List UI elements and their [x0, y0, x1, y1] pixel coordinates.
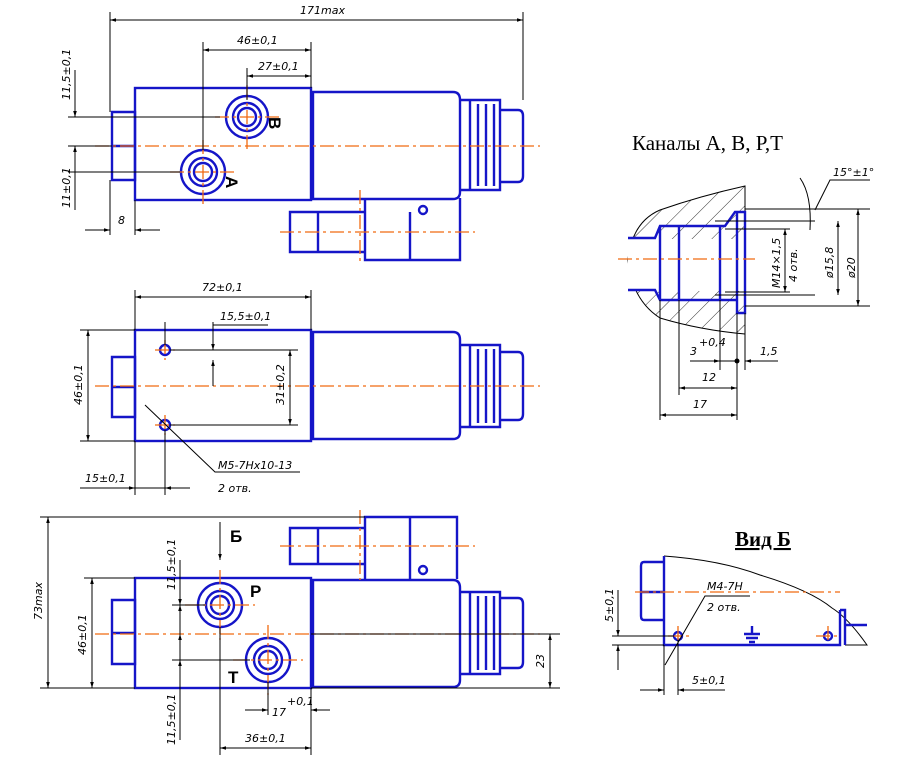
dim-overall-length: 171max	[300, 4, 345, 17]
view-b: Вид Б M4-7H 2 отв. 5±0,1 5±0,1	[603, 527, 868, 695]
dim-17-section: 17	[693, 398, 707, 411]
view-b-title: Вид Б	[735, 527, 791, 551]
dim-thread-count: 4 отв.	[787, 248, 800, 282]
dim-3-tolerance: +0,4	[699, 336, 726, 349]
thread-note-count: 2 отв.	[218, 482, 252, 495]
dim-d20: ø20	[845, 257, 858, 279]
dim-23: 23	[534, 654, 547, 668]
dim-11: 11±0,1	[60, 167, 73, 208]
ground-icon	[744, 626, 760, 644]
middle-view: 72±0,1 15,5±0,1 46±0,1 31±0,2 15±0,1 M5-…	[72, 281, 540, 495]
dim-12: 12	[702, 371, 716, 384]
port-label-t: T	[228, 668, 239, 687]
dim-8: 8	[118, 214, 125, 227]
port-section: Каналы А, В, Р,Т ø20 ø15,8 M14×1,5 4 отв…	[618, 131, 874, 420]
dim-17: 17	[272, 706, 286, 719]
dim-46: 46±0,1	[237, 34, 278, 47]
port-label-b: В	[265, 117, 284, 129]
dim-46-bottom: 46±0,1	[76, 614, 89, 655]
top-view: В А 171max 46±0,1 27±0,1 11,5±0,1 11±0,1…	[60, 4, 540, 262]
dim-15-5: 15,5±0,1	[220, 310, 271, 323]
dim-11-5: 11,5±0,1	[60, 49, 73, 100]
fitting	[288, 198, 462, 262]
dim-27: 27±0,1	[258, 60, 299, 73]
dim-11-5-top: 11,5±0,1	[165, 539, 178, 590]
dim-31: 31±0,2	[274, 364, 287, 405]
thread-note-m5: M5-7Hx10-13	[218, 459, 292, 472]
thread-note-m4-count: 2 отв.	[707, 601, 741, 614]
port-label-p: P	[250, 582, 261, 601]
dim-17-tolerance: +0,1	[287, 695, 314, 708]
valve-body	[133, 86, 313, 202]
connector	[460, 98, 525, 192]
dim-3: 3	[690, 345, 697, 358]
dim-angle: 15°±1°	[833, 166, 874, 179]
view-arrow-label: Б	[230, 527, 242, 546]
dim-1-5: 1,5	[760, 345, 778, 358]
dim-73: 73max	[32, 582, 45, 620]
thread-note-m4: M4-7H	[707, 580, 743, 593]
dim-d15-8: ø15,8	[823, 247, 836, 279]
section-title: Каналы А, В, Р,Т	[632, 131, 783, 155]
dim-72: 72±0,1	[202, 281, 243, 294]
dim-11-5-bottom: 11,5±0,1	[165, 694, 178, 745]
dim-15: 15±0,1	[85, 472, 126, 485]
bottom-view: P T Б 73max 46±0,1 23 11,5±0,1 11,5±0,1 …	[32, 510, 560, 755]
dim-thread-m14: M14×1,5	[770, 238, 783, 288]
port-label-a: А	[222, 176, 241, 188]
solenoid-coil	[311, 90, 462, 201]
dim-5-horizontal: 5±0,1	[692, 674, 726, 687]
dim-5-vertical: 5±0,1	[603, 588, 616, 622]
dim-46-mid: 46±0,1	[72, 364, 85, 405]
dim-36: 36±0,1	[245, 732, 286, 745]
